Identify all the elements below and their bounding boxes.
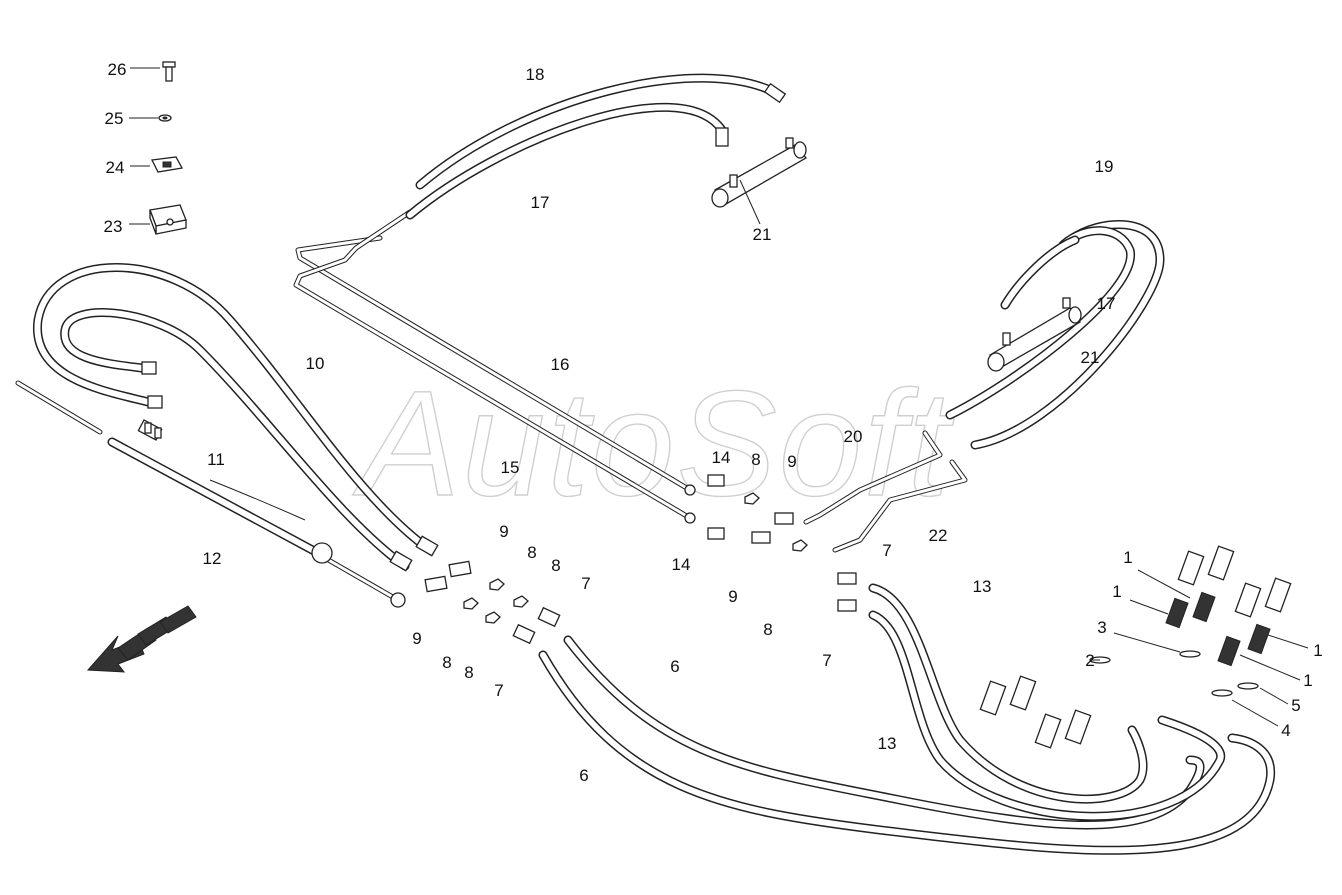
callout-c13a: 13 <box>973 577 992 596</box>
callout-c21a: 21 <box>753 225 772 244</box>
hose-17-right <box>945 226 1135 420</box>
hose-19 <box>970 219 1165 450</box>
callout-c20: 20 <box>844 427 863 446</box>
callout-c4: 4 <box>1281 721 1290 740</box>
callout-c9b: 9 <box>412 629 421 648</box>
clip-plate-part <box>130 156 184 173</box>
callout-c1c: 1 <box>1313 641 1322 660</box>
callout-c26: 26 <box>108 60 127 79</box>
callout-labels: 1111234566777788888899991011121313141415… <box>104 60 1323 785</box>
callout-c19: 19 <box>1095 157 1114 176</box>
callout-c8f: 8 <box>763 620 772 639</box>
hose-13 <box>868 583 1225 821</box>
callout-c6b: 6 <box>579 766 588 785</box>
callout-c21b: 21 <box>1081 348 1100 367</box>
callout-c8e: 8 <box>751 450 760 469</box>
direction-arrow-icon <box>86 605 197 673</box>
callout-c7d: 7 <box>822 651 831 670</box>
watermark: AutoSoft <box>352 359 955 527</box>
steel-tube-22 <box>832 459 968 553</box>
adapter-fittings-center <box>424 474 857 645</box>
callout-c7a: 7 <box>581 574 590 593</box>
callout-c1d: 1 <box>1303 671 1312 690</box>
callout-c1a: 1 <box>1123 548 1132 567</box>
clamp-block-part <box>129 204 187 235</box>
callout-c7b: 7 <box>494 681 503 700</box>
callout-c8b: 8 <box>551 556 560 575</box>
quick-couplers <box>979 545 1309 749</box>
callout-c6a: 6 <box>670 657 679 676</box>
callout-c17b: 17 <box>1097 294 1116 313</box>
callout-c16: 16 <box>551 355 570 374</box>
hydraulic-cylinder-21-top <box>711 137 807 225</box>
steering-cylinder <box>15 380 406 608</box>
hose-17-top <box>405 102 729 220</box>
callout-c12: 12 <box>203 549 222 568</box>
callout-c9c: 9 <box>787 452 796 471</box>
callout-c24: 24 <box>106 158 125 177</box>
hose-18 <box>415 73 787 190</box>
callout-c8d: 8 <box>464 663 473 682</box>
callout-c2: 2 <box>1085 651 1094 670</box>
callout-c13b: 13 <box>878 734 897 753</box>
callout-c8c: 8 <box>442 653 451 672</box>
callout-c9d: 9 <box>728 587 737 606</box>
callout-c14a: 14 <box>712 448 731 467</box>
hose-11 <box>60 308 413 572</box>
callout-c25: 25 <box>105 109 124 128</box>
steel-tube-20 <box>803 430 943 525</box>
callout-c10: 10 <box>306 354 325 373</box>
callout-c14b: 14 <box>672 555 691 574</box>
callout-c23: 23 <box>104 217 123 236</box>
steel-tube-15-16 <box>293 209 696 524</box>
callout-c1b: 1 <box>1112 582 1121 601</box>
callout-c3: 3 <box>1097 618 1106 637</box>
callout-c9a: 9 <box>499 522 508 541</box>
washer-part <box>129 114 172 122</box>
callout-c5: 5 <box>1291 696 1300 715</box>
bolt-part <box>130 61 176 82</box>
callout-c18: 18 <box>526 65 545 84</box>
callout-c7c: 7 <box>882 541 891 560</box>
callout-c8a: 8 <box>527 543 536 562</box>
hydraulic-cylinder-21-right <box>987 297 1082 372</box>
callout-c17a: 17 <box>531 193 550 212</box>
callout-c11: 11 <box>207 450 225 469</box>
callout-c15: 15 <box>501 458 520 477</box>
callout-c22: 22 <box>929 526 948 545</box>
hose-10 <box>33 263 439 557</box>
